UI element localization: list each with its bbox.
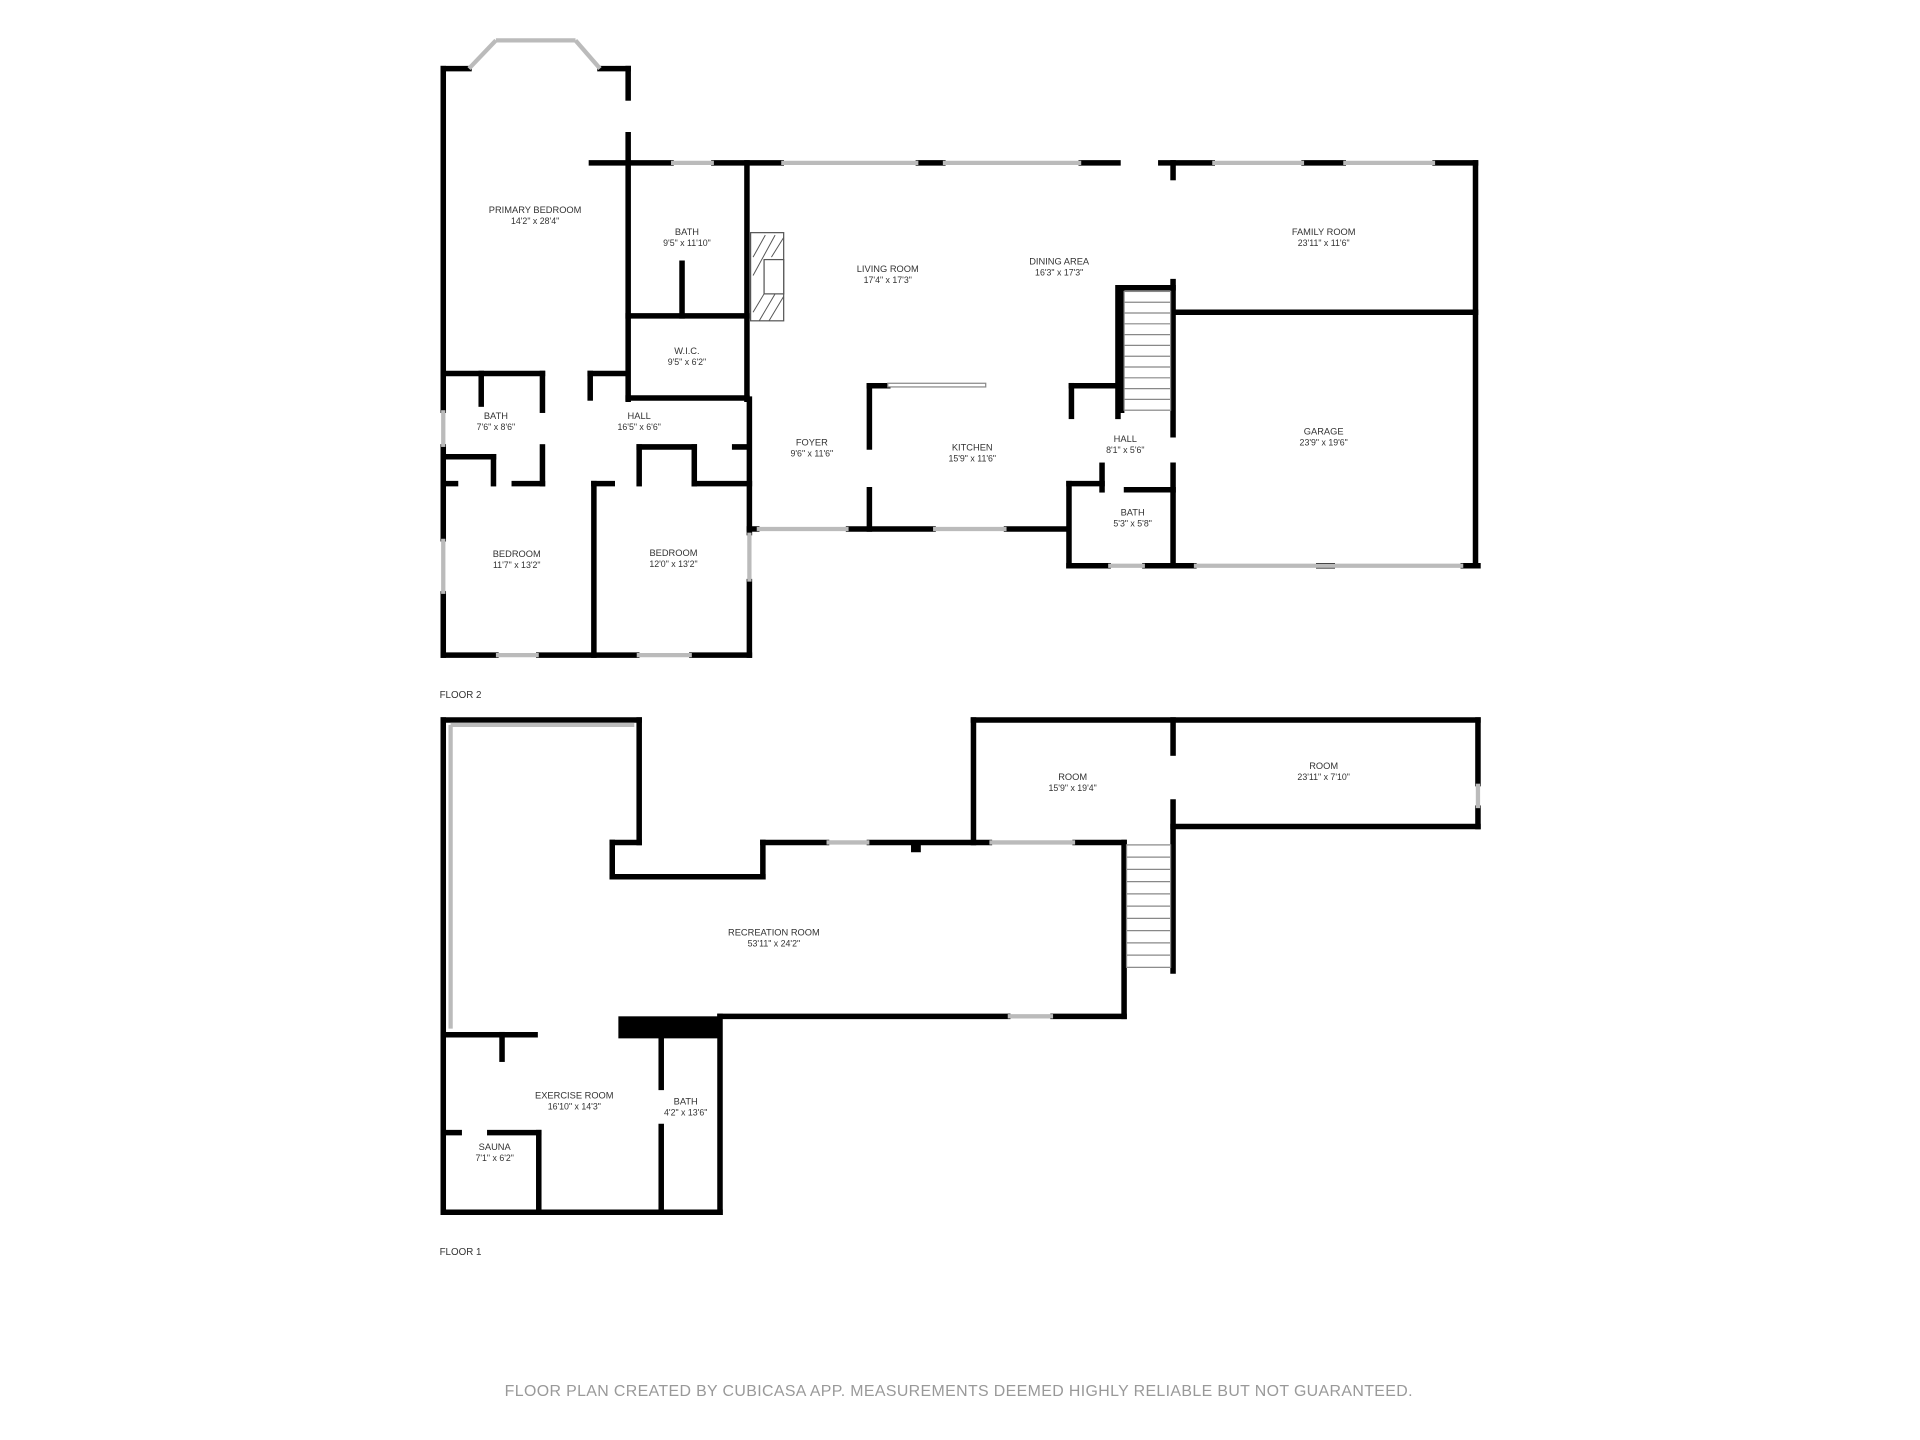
- room-dimensions: 16'3" x 17'3": [1035, 268, 1083, 278]
- room-dimensions: 23'11" x 11'6": [1298, 238, 1350, 248]
- room-dimensions: 12'0" x 13'2": [649, 559, 697, 569]
- kitchen-counter: [887, 382, 987, 388]
- room-name: EXERCISE ROOM: [535, 1090, 614, 1100]
- stairs-floor-2: [1123, 290, 1172, 411]
- room-dimensions: 4'2" x 13'6": [664, 1108, 707, 1118]
- disclaimer-footer: FLOOR PLAN CREATED BY CUBICASA APP. MEAS…: [505, 1383, 1413, 1400]
- room-name: W.I.C.: [674, 346, 699, 356]
- structural-column: [618, 1016, 720, 1039]
- room-dimensions: 7'6" x 8'6": [477, 422, 515, 432]
- room-dimensions: 53'11" x 24'2": [748, 939, 800, 949]
- walls: [440, 65, 1481, 1215]
- room-name: ROOM: [1058, 772, 1087, 782]
- room-name: GARAGE: [1304, 427, 1344, 437]
- room-dimensions: 14'2" x 28'4": [511, 216, 559, 226]
- room-name: PRIMARY BEDROOM: [489, 205, 582, 215]
- room-name: BATH: [675, 227, 699, 237]
- room-name: DINING AREA: [1029, 256, 1090, 266]
- room-dimensions: 9'6" x 11'6": [790, 449, 833, 459]
- room-name: LIVING ROOM: [857, 264, 919, 274]
- windows: [441, 38, 1481, 1029]
- room-dimensions: 9'5" x 6'2": [668, 357, 706, 367]
- room-dimensions: 17'4" x 17'3": [864, 275, 912, 285]
- room-label: W.I.C.9'5" x 6'2": [668, 346, 706, 367]
- room-name: BATH: [1121, 508, 1145, 518]
- room-dimensions: 7'1" x 6'2": [475, 1153, 513, 1163]
- room-dimensions: 23'11" x 7'10": [1297, 772, 1349, 782]
- room-name: RECREATION ROOM: [728, 928, 820, 938]
- room-name: BATH: [484, 411, 508, 421]
- room-dimensions: 11'7" x 13'2": [493, 560, 541, 570]
- room-name: BATH: [674, 1096, 698, 1106]
- room-dimensions: 9'5" x 11'10": [663, 238, 711, 248]
- room-dimensions: 15'9" x 11'6": [948, 454, 996, 464]
- room-name: FAMILY ROOM: [1292, 227, 1356, 237]
- fixtures: [750, 232, 1172, 968]
- floor-1-label: FLOOR 1: [440, 1247, 482, 1258]
- floor-2-label: FLOOR 2: [440, 690, 482, 701]
- room-dimensions: 23'9" x 19'6": [1300, 438, 1348, 448]
- room-name: SAUNA: [479, 1142, 512, 1152]
- stair-outline: [1123, 290, 1172, 411]
- room-label: BATH 4'2" x 13'6": [664, 1096, 707, 1117]
- room-name: BEDROOM: [493, 549, 541, 559]
- room-name: FOYER: [796, 438, 828, 448]
- room-dimensions: 5'3" x 5'8": [1113, 519, 1151, 529]
- room-name: HALL: [628, 411, 651, 421]
- room-dimensions: 16'5" x 6'6": [618, 422, 661, 432]
- window: [573, 39, 602, 70]
- fireplace: [750, 232, 785, 322]
- room-name: ROOM: [1309, 761, 1338, 771]
- stairs-floor-1: [1125, 844, 1172, 968]
- structural-post: [911, 844, 921, 853]
- room-dimensions: 8'1" x 5'6": [1106, 445, 1144, 455]
- room-dimensions: 16'10" x 14'3": [548, 1101, 601, 1111]
- room-dimensions: 15'9" x 19'4": [1049, 783, 1097, 793]
- room-label: DINING AREA 16'3" x 17'3": [1029, 256, 1090, 277]
- room-name: HALL: [1114, 434, 1137, 444]
- room-name: KITCHEN: [952, 443, 993, 453]
- room-name: BEDROOM: [649, 548, 697, 558]
- window: [467, 38, 498, 71]
